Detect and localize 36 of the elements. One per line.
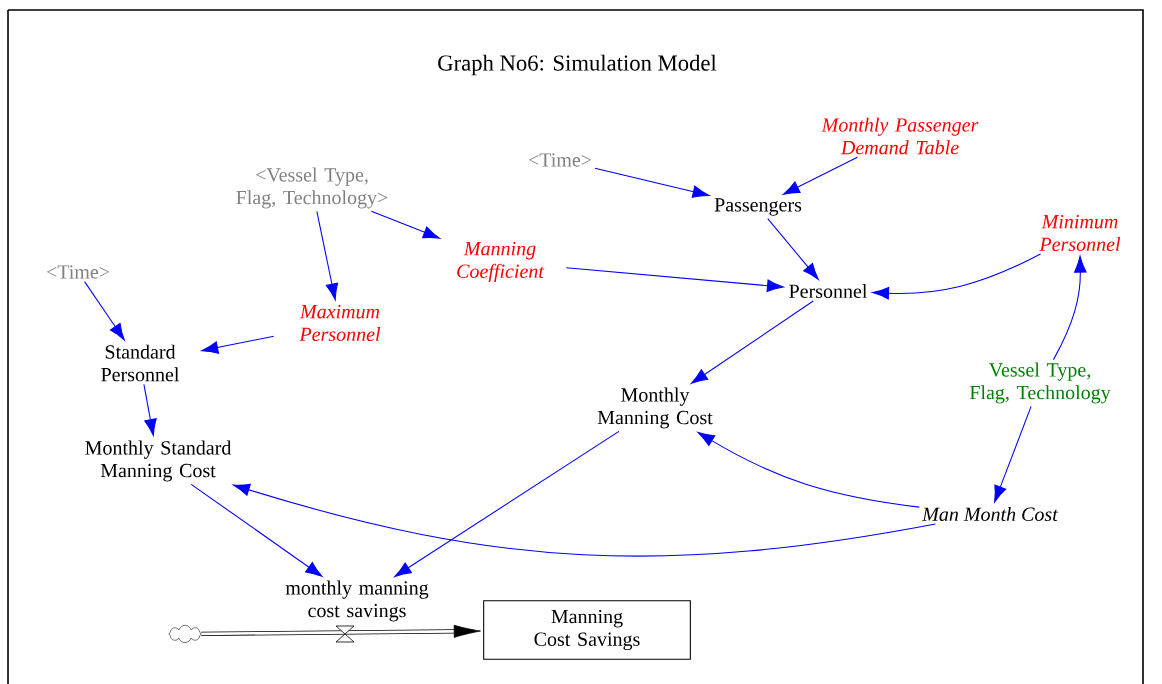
- shadow-variable-label: <Time>: [47, 265, 110, 279]
- arrow: [143, 383, 157, 436]
- variable-label: Monthly Manning Cost: [597, 387, 713, 429]
- arrow: [201, 335, 275, 354]
- constant-label: Manning Coefficient: [457, 241, 545, 283]
- arrow: [370, 210, 440, 239]
- variable-label: Man Month Cost: [922, 506, 1059, 522]
- variable-label: monthly manning cost savings: [285, 580, 429, 622]
- arrow: [782, 156, 858, 195]
- arrow: [1052, 255, 1087, 361]
- variable-label: Passengers: [714, 198, 802, 216]
- cloud-icon: [168, 625, 202, 643]
- shadow-variable-label: <Time>: [529, 153, 592, 167]
- flow-pipe: [201, 624, 481, 638]
- variable-label: Monthly Standard Manning Cost: [85, 440, 232, 482]
- variable-label: Personnel: [789, 283, 868, 298]
- arrow: [872, 253, 1042, 300]
- variable-label: Vessel Type, Flag, Technology: [969, 362, 1111, 404]
- arrow: [690, 300, 814, 384]
- arrow: [994, 405, 1032, 503]
- arrow: [394, 430, 620, 577]
- arrow: [565, 267, 784, 292]
- shadow-variable-label: <Vessel Type, Flag, Technology>: [236, 167, 388, 209]
- constant-label: Minimum Personnel: [1039, 214, 1121, 252]
- arrow: [697, 432, 920, 508]
- arrow: [84, 281, 125, 341]
- constant-label: Maximum Personnel: [299, 304, 381, 342]
- variable-label: Standard Personnel: [101, 344, 180, 382]
- arrow: [316, 210, 339, 301]
- arrow: [190, 483, 323, 577]
- arrow: [232, 483, 936, 557]
- constant-label: Monthly Passenger Demand Table: [821, 117, 979, 155]
- title: Graph No6: Simulation Model: [438, 54, 717, 76]
- stock-box: Manning Cost Savings: [483, 600, 691, 660]
- arrow: [767, 218, 819, 280]
- arrow: [594, 167, 710, 198]
